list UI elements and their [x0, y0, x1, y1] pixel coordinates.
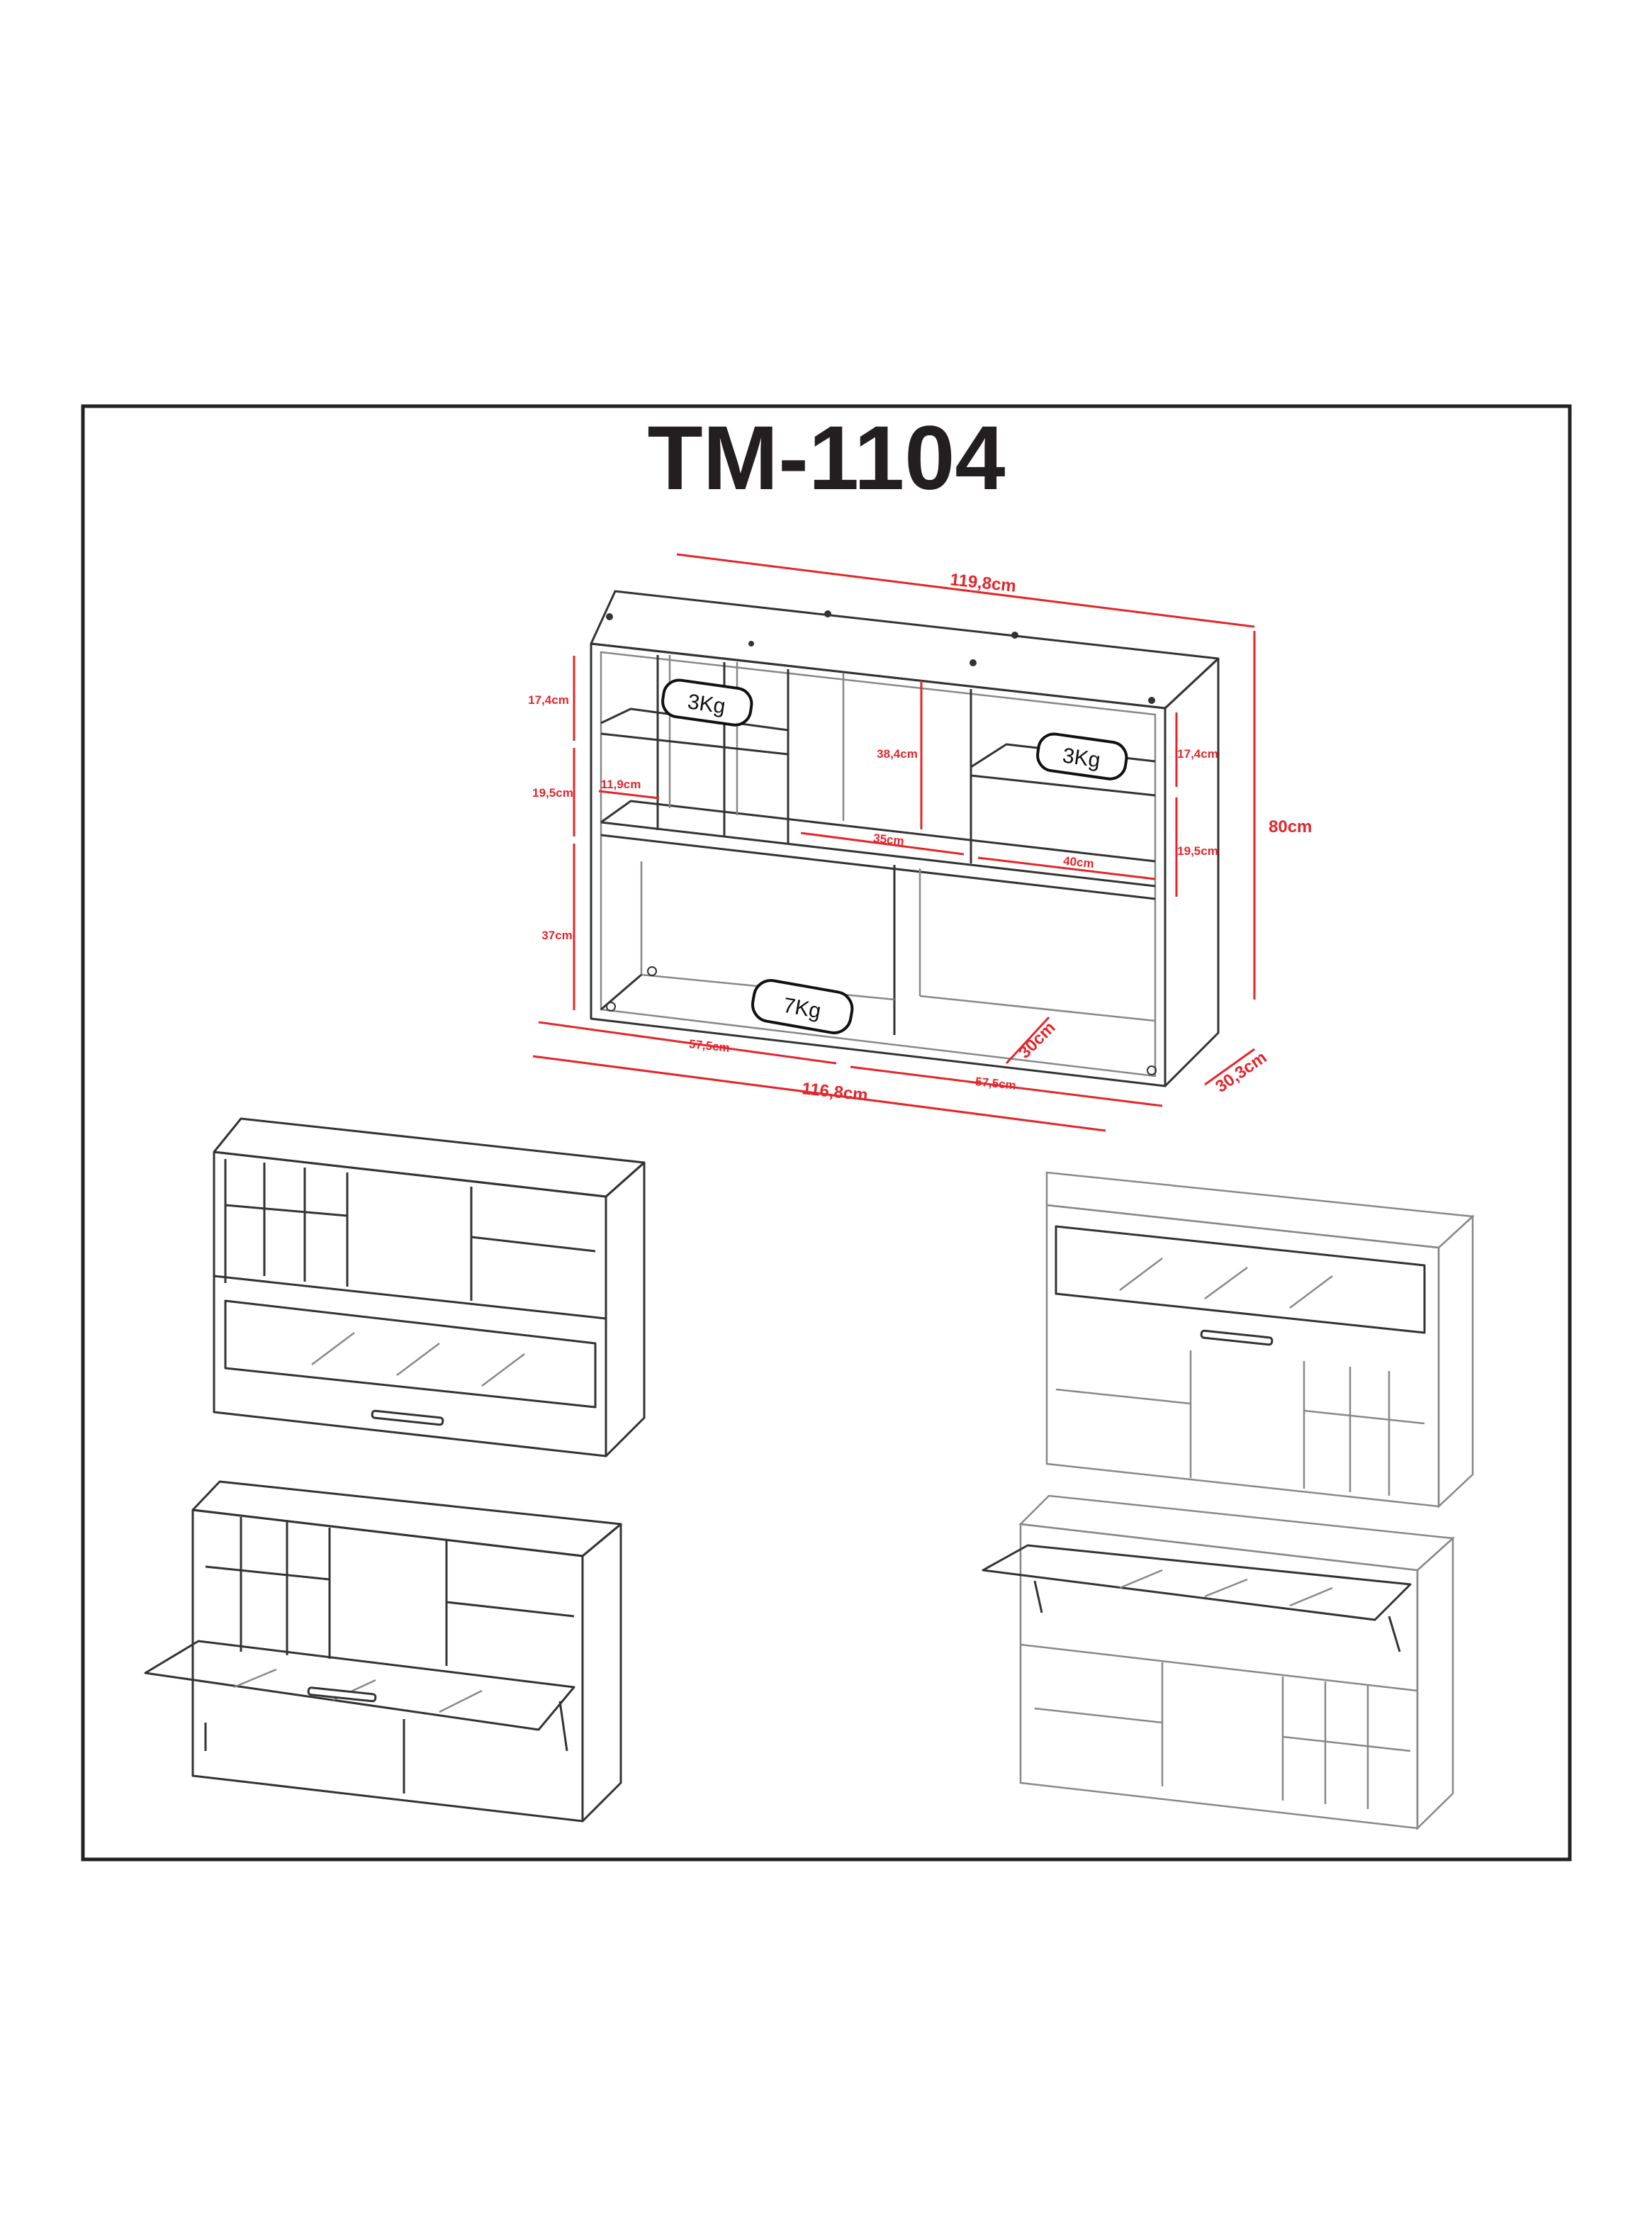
dim-left-bay: 57,5cm	[688, 1037, 730, 1055]
door-handle	[307, 1686, 377, 1703]
weight-label: 3Kg	[686, 690, 726, 718]
dimension-lines	[532, 553, 1256, 1132]
dim-right-middle: 19,5cm	[1177, 844, 1218, 858]
door-handle	[371, 1409, 444, 1426]
weight-tag-right-shelf: 3Kg	[1036, 732, 1128, 780]
product-title: TM-1104	[647, 408, 1005, 509]
dim-center-height: 38,4cm	[877, 747, 918, 761]
view-door-closed-right	[1045, 1171, 1475, 1509]
weight-label: 3Kg	[1061, 744, 1101, 772]
view-door-open-left	[144, 1480, 622, 1823]
dim-left-upper: 17,4cm	[528, 693, 569, 707]
dim-center-width: 35cm	[872, 832, 904, 848]
door-handle	[1200, 1329, 1274, 1346]
dim-right-upper: 17,4cm	[1177, 747, 1218, 761]
dim-left-lower: 37cm	[541, 929, 572, 942]
dim-total-width: 119,8cm	[949, 570, 1017, 596]
dim-small-niche: 11,9cm	[601, 778, 641, 791]
dim-bottom-width: 116,8cm	[801, 1079, 869, 1105]
dim-right-bay: 57,5cm	[974, 1075, 1016, 1092]
view-door-open-right	[982, 1494, 1455, 1830]
weight-tag-bottom-shelf: 7Kg	[751, 979, 854, 1034]
dim-right-niche: 40cm	[1062, 854, 1094, 871]
dim-left-middle: 19,5cm	[532, 786, 573, 800]
frame-border	[81, 404, 1572, 1862]
main-cabinet-drawing	[590, 590, 1220, 1087]
dim-inner-depth: 30cm	[1015, 1018, 1060, 1063]
view-door-closed-left	[213, 1117, 646, 1457]
weight-tag-left-shelf: 3Kg	[661, 678, 753, 727]
dim-total-height: 80cm	[1269, 817, 1312, 836]
